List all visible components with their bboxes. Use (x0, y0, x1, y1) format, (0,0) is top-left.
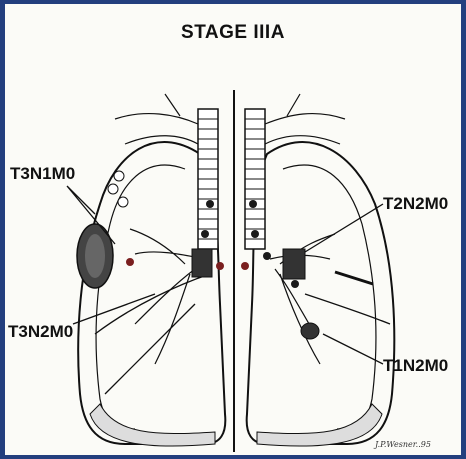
label-t3n1m0: T3N1M0 (10, 164, 75, 184)
right-upper-vessels (265, 94, 345, 144)
right-lower-nodule (301, 323, 319, 339)
right-horizontal-fissure (335, 272, 373, 284)
lymph-node (126, 258, 134, 266)
lymph-node (216, 262, 224, 270)
left-hilar-mass (192, 249, 212, 277)
pointer-t3n2m0 (73, 294, 155, 324)
diagram-title: STAGE IIIA (5, 22, 461, 44)
left-peripheral-tumor-highlight (85, 234, 105, 278)
right-lung-inner (283, 165, 376, 429)
lymph-node (251, 230, 259, 238)
lymph-node (263, 252, 271, 260)
left-pleura-base (90, 404, 215, 446)
right-trachea (245, 109, 265, 249)
left-fissure (95, 274, 210, 334)
left-upper-vessels (115, 94, 198, 144)
label-t3n2m0: T3N2M0 (8, 322, 73, 342)
right-hilar-mass (283, 249, 305, 279)
artist-signature: J.P.Wesner..95 (375, 440, 431, 449)
diagram-canvas: STAGE IIIA T3N1M0 T3N2M0 T2N2M0 T1N2M0 J… (5, 4, 461, 455)
lymph-node (241, 262, 249, 270)
label-t2n2m0: T2N2M0 (383, 194, 448, 214)
left-trachea (198, 109, 218, 249)
lung-illustration (5, 4, 461, 455)
lymph-node (206, 200, 214, 208)
lymph-node (291, 280, 299, 288)
pointer-t2n2m0 (305, 204, 383, 252)
right-fissure (305, 294, 390, 324)
label-t1n2m0: T1N2M0 (383, 356, 448, 376)
right-pleura-base (257, 404, 382, 446)
pointer-t1n2m0 (323, 334, 383, 364)
lymph-node (249, 200, 257, 208)
lymph-node (201, 230, 209, 238)
